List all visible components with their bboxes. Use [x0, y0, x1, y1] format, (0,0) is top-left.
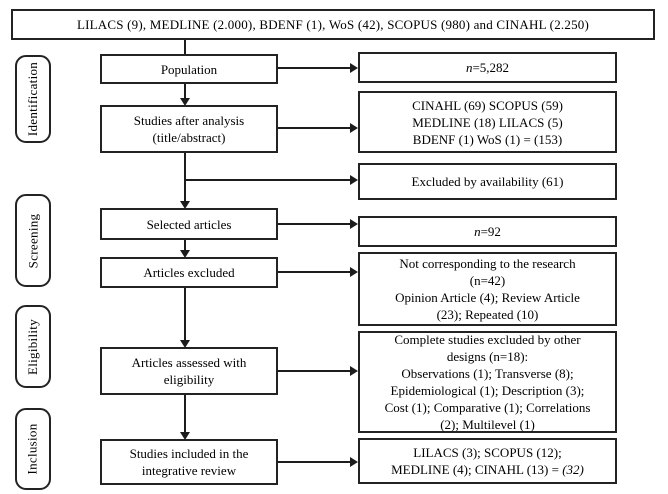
- arrowhead-down-included: [180, 432, 190, 440]
- arrowhead-right-included-counts: [350, 457, 358, 467]
- arrowhead-right-n-population: [350, 63, 358, 73]
- arrowhead-right-complete: [350, 366, 358, 376]
- connector-population-to-n: [278, 67, 350, 69]
- box-articles-excluded-text: Articles excluded: [143, 265, 235, 280]
- connector-population-to-analysis: [184, 84, 186, 99]
- arrowhead-down-selected: [180, 201, 190, 209]
- stage-label-eligibility: Eligibility: [15, 305, 51, 388]
- connector-assessed-to-included: [184, 395, 186, 433]
- box-complete-excluded-text: Complete studies excluded by other desig…: [384, 332, 591, 432]
- stage-label-identification: Identification: [15, 55, 51, 143]
- connector-included-to-counts: [278, 461, 350, 463]
- arrowhead-down-excluded: [180, 250, 190, 258]
- stage-label-inclusion: Inclusion: [15, 408, 51, 490]
- connector-excluded-to-notcorresponding: [278, 271, 350, 273]
- arrowhead-right-availability: [350, 175, 358, 185]
- connector-selected-to-excluded: [184, 240, 186, 251]
- box-selected-articles-text: Selected articles: [146, 216, 232, 232]
- box-n-selected-text: n=92: [474, 224, 501, 239]
- box-not-corresponding: Not corresponding to the research (n=42)…: [358, 252, 617, 326]
- box-n-selected: n=92: [358, 216, 617, 247]
- box-studies-included: Studies included in the integrative revi…: [100, 439, 278, 485]
- box-population-text: Population: [160, 61, 218, 77]
- arrowhead-right-n92: [350, 219, 358, 229]
- stage-label-eligibility-text: Eligibility: [25, 318, 40, 375]
- connector-analysis-to-counts: [278, 127, 350, 129]
- box-n-population-text: n=5,282: [465, 60, 510, 75]
- box-complete-excluded: Complete studies excluded by other desig…: [358, 331, 617, 433]
- box-population: Population: [100, 54, 278, 84]
- sources-box: LILACS (9), MEDLINE (2.000), BDENF (1), …: [11, 9, 655, 40]
- connector-assessed-to-complete: [278, 370, 350, 372]
- stage-label-inclusion-text: Inclusion: [25, 423, 40, 475]
- box-after-analysis-counts: CINAHL (69) SCOPUS (59) MEDLINE (18) LIL…: [358, 91, 617, 153]
- box-n-population: n=5,282: [358, 52, 617, 83]
- box-studies-included-text: Studies included in the integrative revi…: [129, 446, 249, 478]
- connector-analysis-to-selected: [184, 153, 186, 202]
- box-studies-after-analysis-text: Studies after analysis (title/abstract): [133, 113, 245, 145]
- box-articles-assessed: Articles assessed with eligibility: [100, 347, 278, 395]
- box-excluded-availability-text: Excluded by availability (61): [411, 174, 564, 189]
- arrowhead-right-notcorresponding: [350, 267, 358, 277]
- connector-selected-to-n92: [278, 223, 350, 225]
- box-articles-assessed-text: Articles assessed with eligibility: [131, 355, 247, 387]
- box-excluded-availability: Excluded by availability (61): [358, 163, 617, 200]
- box-included-counts-text: LILACS (3); SCOPUS (12); MEDLINE (4); CI…: [391, 445, 584, 477]
- connector-branch-to-availability: [185, 179, 350, 181]
- box-articles-excluded: Articles excluded: [100, 257, 278, 288]
- connector-top-to-population: [184, 40, 186, 54]
- box-not-corresponding-text: Not corresponding to the research (n=42)…: [395, 256, 580, 322]
- box-included-counts: LILACS (3); SCOPUS (12); MEDLINE (4); CI…: [358, 438, 617, 484]
- sources-box-text: LILACS (9), MEDLINE (2.000), BDENF (1), …: [76, 17, 589, 32]
- connector-excluded-to-assessed: [184, 288, 186, 341]
- box-studies-after-analysis: Studies after analysis (title/abstract): [100, 105, 278, 153]
- box-after-analysis-counts-text: CINAHL (69) SCOPUS (59) MEDLINE (18) LIL…: [412, 97, 563, 147]
- box-selected-articles: Selected articles: [100, 208, 278, 240]
- stage-label-screening: Screening: [15, 194, 51, 287]
- stage-label-identification-text: Identification: [25, 61, 41, 137]
- arrowhead-right-counts: [350, 123, 358, 133]
- arrowhead-down-analysis: [180, 98, 190, 106]
- arrowhead-down-assessed: [180, 340, 190, 348]
- stage-label-screening-text: Screening: [25, 213, 40, 268]
